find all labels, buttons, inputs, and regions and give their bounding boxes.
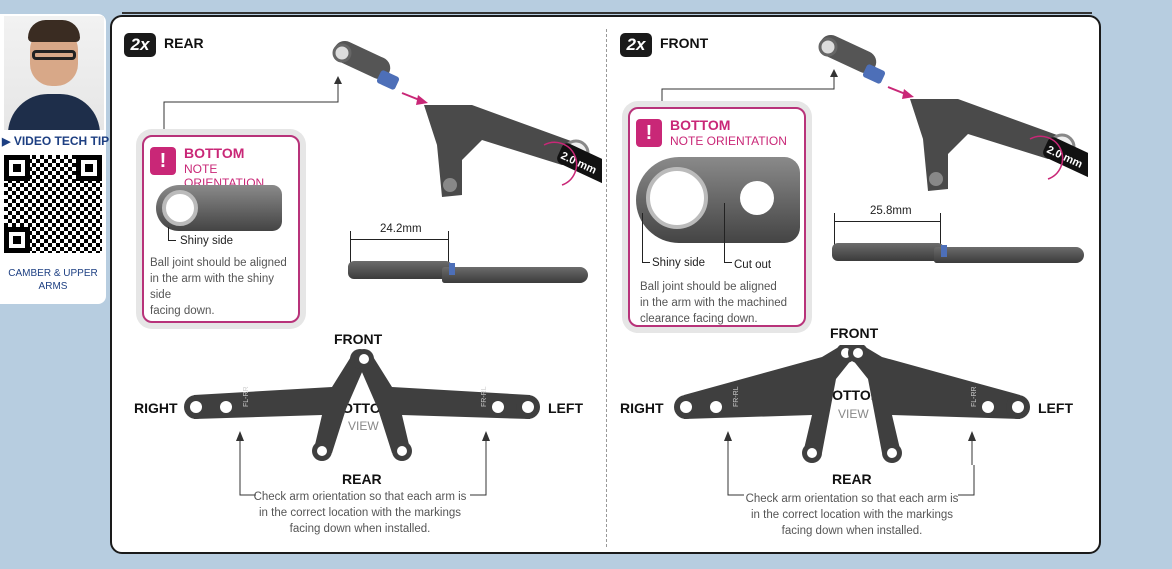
ball-joint-closeup bbox=[636, 157, 800, 243]
ball-joint-install-illustration: 2.0 mm bbox=[332, 40, 602, 197]
rear-section: 2x REAR 2.0 mm bbox=[112, 17, 606, 552]
qr-finder bbox=[4, 227, 30, 253]
left-label: LEFT bbox=[548, 400, 583, 416]
measure-line bbox=[350, 239, 448, 240]
top-divider bbox=[122, 0, 1092, 14]
front-label: FRONT bbox=[334, 331, 383, 347]
ball-joint-cutout bbox=[740, 181, 774, 215]
presenter-avatar bbox=[4, 16, 104, 130]
warning-icon: ! bbox=[150, 147, 176, 175]
rear-label: REAR bbox=[832, 471, 872, 487]
ball-joint-stud bbox=[941, 245, 947, 257]
left-arm: FL-RR bbox=[848, 345, 1030, 463]
check-bracket-line bbox=[727, 465, 975, 496]
video-tech-tip-link[interactable]: ▶ VIDEO TECH TIP bbox=[2, 134, 110, 148]
arm-orientation-diagram: FR-RL FL-RR bbox=[674, 345, 1030, 465]
ball-joint-part bbox=[332, 40, 400, 90]
qr-code[interactable] bbox=[4, 155, 102, 253]
measure-tick bbox=[448, 231, 449, 271]
qr-finder bbox=[4, 155, 30, 181]
ball-joint-eye bbox=[646, 167, 708, 229]
arm-marking: FR-RL bbox=[481, 386, 488, 407]
length-measurement: 24.2mm bbox=[380, 223, 422, 235]
ball-joint-stud bbox=[449, 263, 455, 275]
check-orientation-note: Check arm orientation so that each arm i… bbox=[745, 493, 959, 537]
measure-tick bbox=[350, 231, 351, 271]
right-arm: FR-RL bbox=[674, 345, 856, 463]
arm-marking: FL-RR bbox=[243, 386, 250, 407]
ball-joint-part bbox=[818, 34, 886, 84]
right-label: RIGHT bbox=[134, 400, 178, 416]
callout-subtitle: NOTE ORIENTATION bbox=[670, 134, 787, 148]
length-measurement: 25.8mm bbox=[870, 205, 912, 217]
arm-marking: FR-RL bbox=[733, 386, 740, 407]
section-divider bbox=[606, 29, 607, 547]
measure-tick bbox=[834, 213, 835, 253]
right-label: RIGHT bbox=[620, 400, 664, 416]
qr-finder bbox=[76, 155, 102, 181]
shiny-side-label: Shiny side bbox=[180, 235, 234, 247]
callout-title: BOTTOM bbox=[670, 117, 731, 133]
assembled-arm-side-view bbox=[442, 267, 588, 283]
quantity-badge: 2x bbox=[124, 33, 156, 57]
bottom-orientation-callout: ! BOTTOM NOTE ORIENTATION Shiny side Bal… bbox=[142, 135, 300, 323]
rear-label: REAR bbox=[342, 471, 382, 487]
assembled-arm-side-view bbox=[934, 247, 1084, 263]
ball-joint-eye bbox=[162, 190, 198, 226]
leader-line bbox=[168, 227, 176, 241]
check-orientation-note: Check arm orientation so that each arm i… bbox=[253, 491, 467, 535]
assembled-arm-side-view bbox=[348, 261, 452, 279]
assembled-arm-side-view bbox=[832, 243, 944, 261]
ball-joint-closeup bbox=[156, 185, 282, 231]
view-label: VIEW bbox=[838, 407, 869, 421]
leader-line bbox=[724, 203, 732, 263]
quantity-badge: 2x bbox=[620, 33, 652, 57]
section-title: REAR bbox=[164, 35, 204, 51]
callout-leader-line bbox=[661, 69, 838, 113]
callout-leader-line bbox=[163, 76, 342, 134]
shiny-side-label: Shiny side bbox=[652, 257, 706, 269]
arm-orientation-diagram: FL-RR FR-RL bbox=[184, 349, 540, 465]
bottom-orientation-callout: ! BOTTOM NOTE ORIENTATION Shiny side Cut… bbox=[628, 107, 806, 327]
warning-icon: ! bbox=[636, 119, 662, 147]
bottom-view-label: BOTTOM bbox=[822, 387, 883, 403]
front-label: FRONT bbox=[830, 325, 879, 341]
callout-title: BOTTOM bbox=[184, 145, 245, 161]
play-circle-icon: ▶ bbox=[2, 136, 11, 148]
measure-line bbox=[834, 221, 940, 222]
instruction-panel: 2x REAR 2.0 mm bbox=[110, 15, 1101, 554]
video-caption: CAMBER & UPPER ARMS bbox=[8, 268, 98, 292]
video-tip-sidebar: ▶ VIDEO TECH TIP CAMBER & UPPER ARMS bbox=[0, 14, 110, 304]
right-arm: FL-RR bbox=[184, 349, 370, 461]
front-section: 2x FRONT 2.0 mm bbox=[608, 17, 1099, 552]
view-label: VIEW bbox=[348, 419, 379, 433]
cut-out-label: Cut out bbox=[734, 259, 772, 271]
check-bracket-line bbox=[239, 465, 487, 496]
callout-instructions: Ball joint should be aligned in the arm … bbox=[150, 257, 287, 317]
measure-tick bbox=[940, 213, 941, 253]
ball-joint-install-illustration: 2.0 mm bbox=[818, 34, 1088, 191]
callout-instructions: Ball joint should be aligned in the arm … bbox=[640, 281, 788, 325]
section-title: FRONT bbox=[660, 35, 709, 51]
left-arm: FR-RL bbox=[354, 349, 540, 461]
left-label: LEFT bbox=[1038, 400, 1073, 416]
leader-line bbox=[642, 213, 650, 263]
arm-marking: FL-RR bbox=[971, 386, 978, 407]
